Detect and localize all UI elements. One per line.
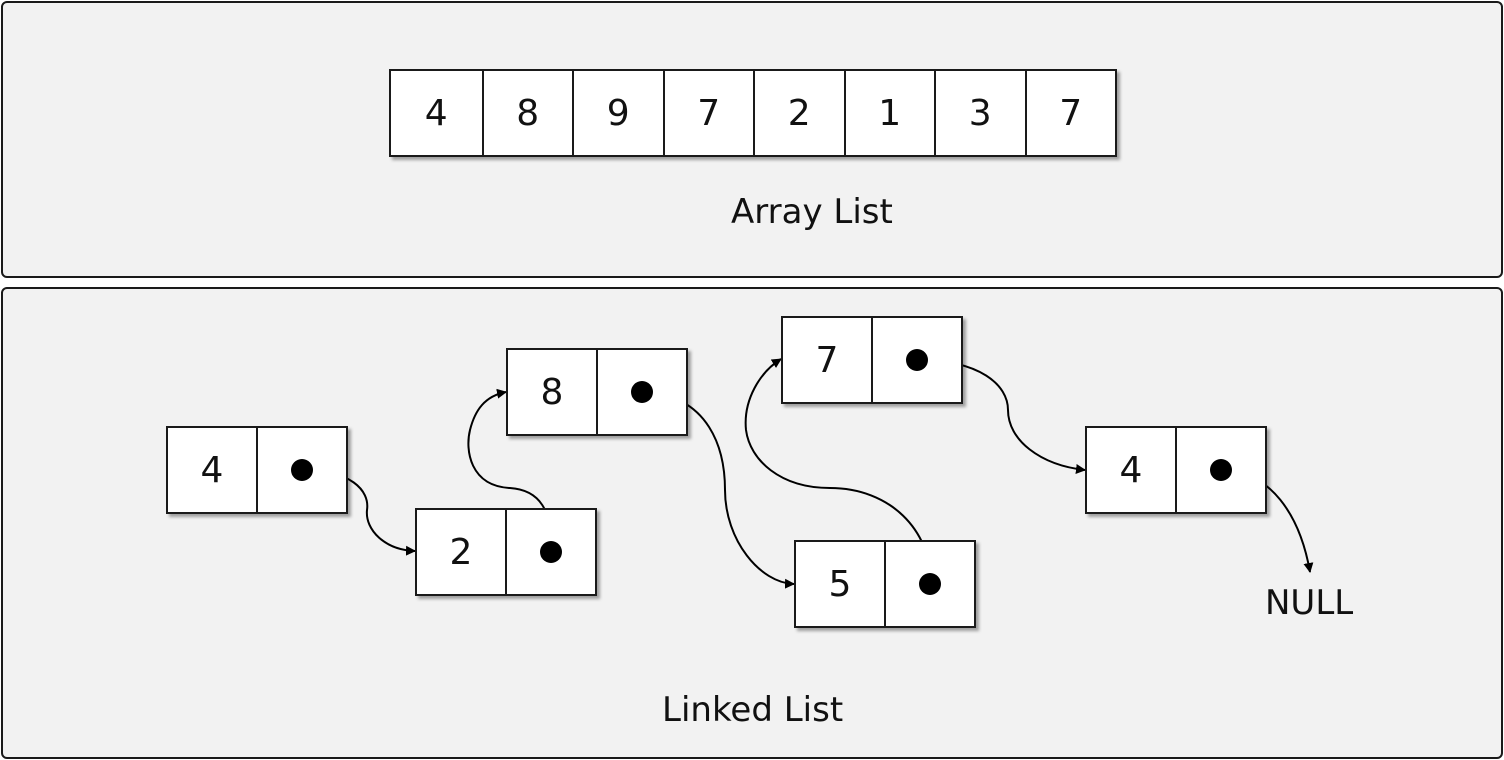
node-value: 4 (1087, 428, 1177, 512)
linked-node: 8 (506, 348, 688, 436)
linked-list-caption: Linked List (662, 690, 844, 730)
array-cell: 7 (662, 71, 754, 155)
node-value: 7 (783, 318, 873, 402)
node-pointer (1177, 428, 1265, 512)
node-pointer (886, 542, 974, 626)
array-cell: 9 (572, 71, 663, 155)
array-cell: 1 (843, 71, 935, 155)
array-row: 4 8 9 7 2 1 3 7 (389, 69, 1117, 157)
null-label: NULL (1265, 583, 1354, 623)
array-cell: 3 (934, 71, 1025, 155)
pointer-dot-icon (1210, 459, 1232, 481)
node-value: 4 (168, 428, 258, 512)
node-value: 2 (417, 510, 507, 594)
node-value: 5 (796, 542, 886, 626)
array-cell: 7 (1024, 71, 1116, 155)
node-pointer (873, 318, 961, 402)
node-pointer (507, 510, 595, 594)
array-cell: 2 (753, 71, 844, 155)
node-value: 8 (508, 350, 598, 434)
linked-list-panel (1, 287, 1503, 759)
pointer-dot-icon (540, 541, 562, 563)
node-pointer (598, 350, 686, 434)
array-list-caption: Array List (731, 192, 893, 232)
linked-node: 4 (166, 426, 348, 514)
array-cell: 8 (481, 71, 573, 155)
pointer-dot-icon (906, 349, 928, 371)
node-pointer (258, 428, 346, 512)
pointer-dot-icon (919, 573, 941, 595)
linked-node: 4 (1085, 426, 1267, 514)
linked-node: 5 (794, 540, 976, 628)
linked-node: 7 (781, 316, 963, 404)
pointer-dot-icon (631, 381, 653, 403)
array-cell: 4 (424, 92, 448, 134)
linked-node: 2 (415, 508, 597, 596)
pointer-dot-icon (291, 459, 313, 481)
